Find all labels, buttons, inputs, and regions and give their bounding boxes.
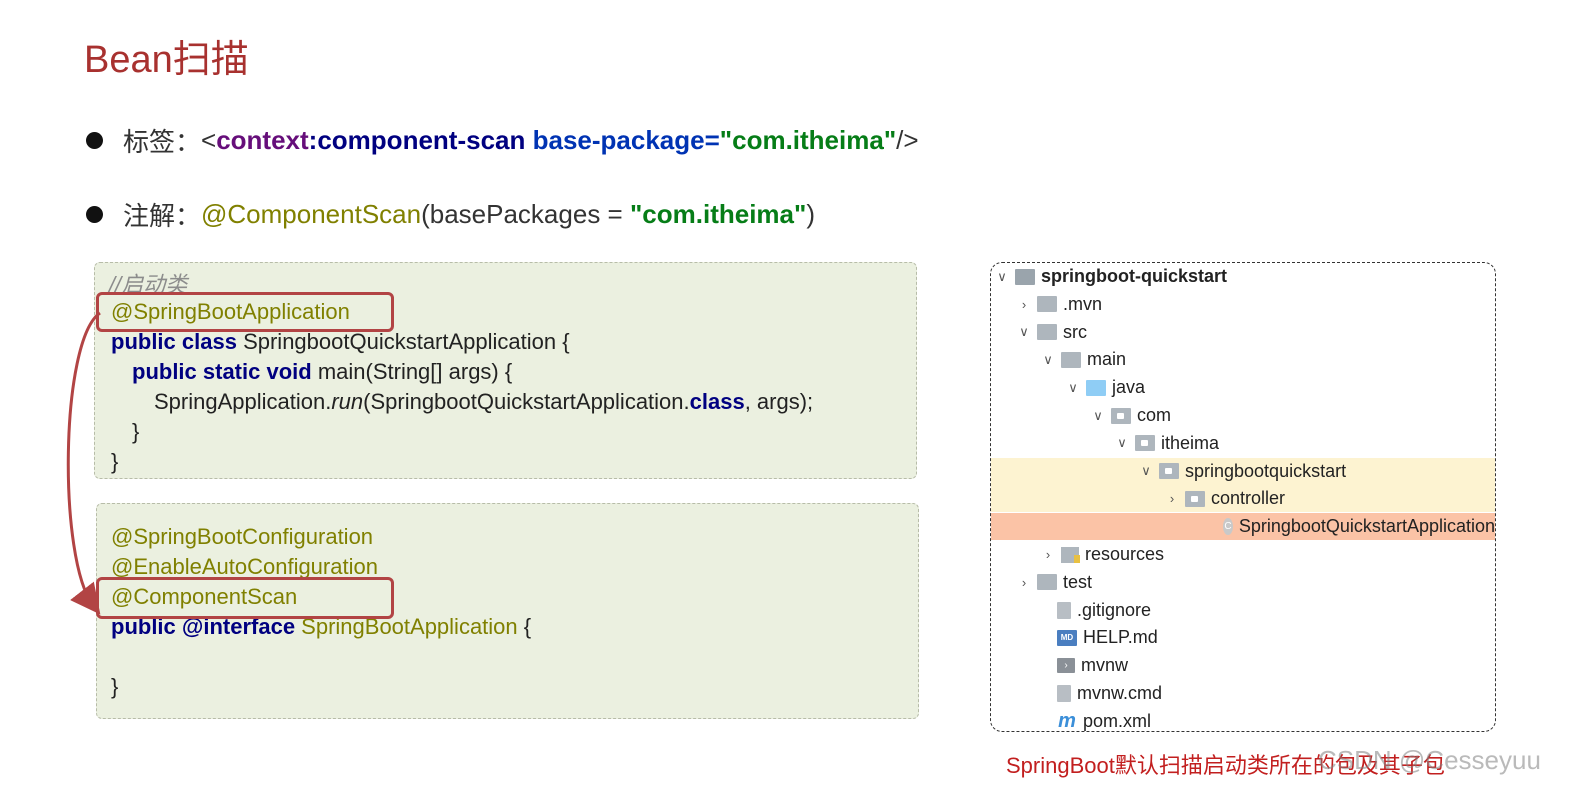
code-line-class-decl: public class SpringbootQuickstartApplica… [111,329,570,354]
code-line-close-method: } [132,419,140,444]
tree-item[interactable]: › controller [991,485,1495,513]
tree-item-label: test [1063,571,1093,592]
watermark: CSDN @Cesseyuu [1318,745,1541,775]
tree-item[interactable]: ∨ itheima [991,430,1495,457]
tree-item[interactable]: ∨ springbootquickstart [991,457,1495,485]
tree-item-label: springbootquickstart [1185,460,1347,481]
tree-item-label: itheima [1161,432,1220,453]
class-icon: C [1223,518,1233,536]
text-file-icon [1057,685,1071,702]
tag-attribute: base-package= [532,125,720,155]
code-block-springbootapplication: @SpringBootConfiguration @EnableAutoConf… [96,503,919,719]
chevron-right-icon[interactable]: › [1021,574,1027,590]
code-block-startup-class: //启动类 @SpringBootApplication public clas… [94,262,917,479]
folder-icon [1037,324,1057,341]
package-icon [1111,407,1131,424]
tree-item[interactable]: C SpringbootQuickstartApplication [991,513,1495,541]
annotation-args-open: (basePackages = [421,199,630,229]
source-folder-icon [1086,379,1106,396]
resources-folder-icon [1061,546,1080,563]
code-annotation-componentscan: @ComponentScan [111,584,298,609]
tree-item-label: controller [1211,488,1286,509]
tree-item[interactable]: ∨ springboot-quickstart [991,263,1495,290]
tree-item[interactable]: › resources [991,541,1495,568]
annotation-args-close: ) [806,199,815,229]
tree-item[interactable]: ∨ com [991,402,1495,429]
folder-icon [1037,574,1057,591]
tree-item[interactable]: ∨ main [991,346,1495,373]
bullet-tag: 标签： < context : component-scan base-pack… [86,122,919,159]
project-tree: ∨ springboot-quickstart › .mvn ∨ src ∨ main ∨ jav… [990,262,1496,732]
tree-item-label: springboot-quickstart [1041,266,1228,286]
annotation-label: 注解： [123,201,202,231]
chevron-down-icon[interactable]: ∨ [1068,379,1078,395]
tree-item-label: .mvn [1063,293,1103,314]
tree-item[interactable]: MD HELP.md [991,624,1495,651]
tree-item[interactable]: m pom.xml [991,708,1495,732]
highlight-springbootapplication [96,292,394,332]
code-line-close-interface: } [111,674,119,699]
annotation-name: @ComponentScan [201,199,422,229]
tree-item[interactable]: mvnw.cmd [991,680,1495,707]
tag-label: 标签： [123,127,202,157]
tree-item[interactable]: › .mvn [991,291,1495,318]
tree-item-label: src [1063,321,1087,342]
chevron-down-icon[interactable]: ∨ [1093,407,1103,423]
project-folder-icon [1015,268,1035,285]
chevron-right-icon[interactable]: › [1021,296,1027,312]
gitignore-file-icon [1057,601,1071,619]
chevron-down-icon[interactable]: ∨ [997,268,1007,284]
bullet-dot [86,132,103,149]
tree-item[interactable]: › test [991,569,1495,596]
tree-item-label: SpringbootQuickstartApplication [1238,516,1495,537]
tree-item-label: resources [1085,544,1165,564]
bullet-dot [86,206,103,223]
folder-icon [1061,351,1081,368]
tag-value: "com.itheima" [719,125,897,155]
tree-item-label: HELP.md [1083,627,1158,648]
folder-icon [1037,296,1057,313]
tree-item-label: mvnw [1081,655,1129,676]
chevron-down-icon[interactable]: ∨ [1141,463,1151,479]
tree-item-label: mvnw.cmd [1077,683,1163,703]
code-annotation-enableautoconfiguration: @EnableAutoConfiguration [111,554,378,579]
tree-item[interactable]: ∨ java [991,374,1495,401]
package-icon [1135,435,1155,452]
tag-lt: < [201,125,217,155]
tag-element: component-scan [317,125,526,155]
tree-item-label: .gitignore [1077,599,1152,620]
caption: SpringBoot默认扫描启动类所在的包及其子包 [1006,753,1445,778]
code-line-run: SpringApplication.run(SpringbootQuicksta… [154,389,814,414]
markdown-file-icon: MD [1057,629,1077,646]
terminal-file-icon: › [1057,658,1075,674]
tag-colon: : [308,125,318,155]
tree-item[interactable]: ∨ src [991,319,1495,346]
tree-item[interactable]: › mvnw [991,652,1495,679]
annotation-value: "com.itheima" [629,199,807,229]
chevron-down-icon[interactable]: ∨ [1043,351,1053,367]
code-line-close-class: } [111,449,119,474]
package-icon [1159,463,1179,480]
code-line-main-decl: public static void main(String[] args) { [132,359,513,384]
chevron-down-icon[interactable]: ∨ [1117,435,1127,451]
maven-icon: m [1058,710,1076,732]
tree-item[interactable]: .gitignore [991,597,1495,624]
package-icon [1185,490,1205,507]
tag-close: /> [896,125,919,155]
tree-item-label: com [1137,405,1172,425]
tag-namespace: context [216,125,309,155]
tree-item-label: java [1112,377,1146,398]
chevron-right-icon[interactable]: › [1169,491,1175,507]
code-annotation-springbootapplication: @SpringBootApplication [111,299,350,324]
tree-item-label: main [1087,349,1127,370]
code-annotation-configuration: @SpringBootConfiguration [111,524,374,549]
chevron-down-icon[interactable]: ∨ [1019,324,1029,340]
page-title: Bean扫描 [84,39,249,81]
chevron-right-icon[interactable]: › [1045,547,1051,562]
tree-item-label: pom.xml [1083,710,1152,731]
bullet-annotation: 注解： @ComponentScan (basePackages = "com.… [86,196,815,233]
